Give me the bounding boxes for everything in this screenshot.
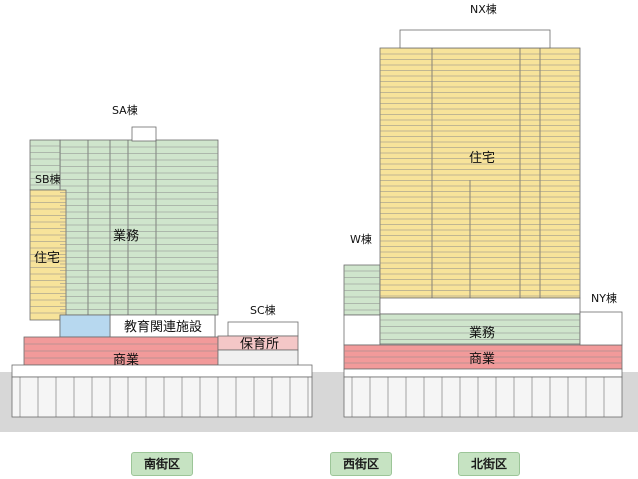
north-office-zone <box>379 313 581 345</box>
north-podium <box>343 368 623 378</box>
education-facility-label: 教育関連施設 <box>124 319 202 335</box>
north-district-button[interactable]: 北街区 <box>458 452 520 476</box>
nx-transfer-zone <box>379 297 581 315</box>
sa-tower-label: SA棟 <box>112 103 138 117</box>
nx-tower-label: NX棟 <box>470 2 497 16</box>
sc-building-lower <box>217 349 299 367</box>
sb-tower-residential-zone <box>29 189 67 321</box>
north-commercial-label: 商業 <box>469 351 495 367</box>
north-office-label: 業務 <box>469 325 495 341</box>
sa-tower-office-zone <box>59 139 219 316</box>
w-building-lower <box>343 314 381 346</box>
nx-tower-crown <box>399 29 551 49</box>
south-basement <box>11 376 313 418</box>
south-office-label: 業務 <box>113 228 139 244</box>
ny-tower-label: NY棟 <box>591 291 617 305</box>
building-structure <box>11 29 623 418</box>
ny-annex <box>579 311 623 346</box>
south-district-button[interactable]: 南街区 <box>131 452 193 476</box>
west-district-button[interactable]: 西街区 <box>330 452 392 476</box>
sc-building-upper <box>227 321 299 337</box>
nx-tower-residential-zone <box>379 47 581 299</box>
south-commercial-label: 商業 <box>113 352 139 368</box>
floor-lines <box>24 53 622 364</box>
w-tower-label: W棟 <box>350 232 372 246</box>
sa-tower-crown <box>131 126 157 142</box>
south-podium <box>11 364 313 378</box>
nursery-label: 保育所 <box>240 336 279 352</box>
north-basement <box>343 376 623 418</box>
north-residential-label: 住宅 <box>469 151 495 166</box>
w-building-office-zone <box>343 264 381 316</box>
sb-tower-label: SB棟 <box>35 172 61 186</box>
south-residential-label: 住宅 <box>34 251 60 266</box>
education-blue-left <box>59 314 111 338</box>
sc-tower-label: SC棟 <box>250 303 276 317</box>
